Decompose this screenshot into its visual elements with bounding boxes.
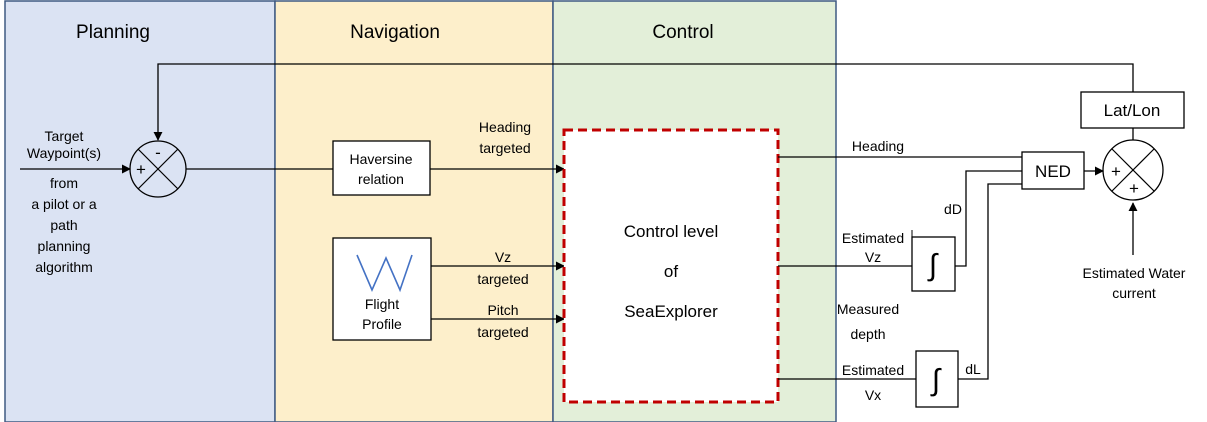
sum1-plus: + [136, 160, 146, 179]
dD-label: dD [944, 201, 962, 217]
svg-text:Target: Target [45, 128, 84, 144]
flight-profile-block [332, 237, 432, 341]
haversine-label-1: Haversine [349, 151, 412, 167]
control-level-2: of [664, 262, 678, 281]
control-level-3: SeaExplorer [624, 302, 718, 321]
heading-targeted-2: targeted [479, 140, 530, 156]
planning-panel [4, 0, 276, 422]
flight-profile-1: Flight [365, 296, 399, 312]
integrator-vz-block [911, 236, 956, 292]
control-level-1: Control level [624, 222, 719, 241]
integrator-vx-symbol: ∫ [930, 364, 942, 397]
water-current-2: current [1112, 285, 1156, 301]
sum2-plus-bottom: + [1129, 179, 1139, 198]
sum2-plus-left: + [1111, 162, 1121, 181]
pitch-targeted-2: targeted [477, 324, 528, 340]
control-title: Control [652, 22, 713, 43]
target-waypoint-label: Target Waypoint(s) from a pilot or a pat… [27, 128, 101, 275]
sum1-minus: - [155, 143, 161, 162]
feedback-line [153, 63, 1134, 141]
measured-depth-2: depth [850, 326, 885, 342]
haversine-block [332, 140, 431, 196]
heading-targeted-1: Heading [479, 119, 531, 135]
dL-label: dL [965, 361, 981, 377]
haversine-label-2: relation [358, 171, 404, 187]
svg-text:path: path [50, 217, 77, 233]
estimated-vx-1: Estimated [842, 362, 904, 378]
latlon-block [1080, 91, 1185, 129]
dL-line [958, 183, 1022, 380]
svg-text:algorithm: algorithm [35, 259, 93, 275]
heading-output-label: Heading [852, 138, 904, 154]
latlon-label: Lat/Lon [1104, 101, 1161, 120]
estimated-vz-2: Vz [865, 249, 881, 265]
water-current-1: Estimated Water [1083, 265, 1186, 281]
flight-profile-icon [356, 254, 413, 293]
svg-text:Waypoint(s): Waypoint(s) [27, 145, 101, 161]
estimated-vx-2: Vx [865, 387, 881, 403]
svg-text:a pilot or a: a pilot or a [31, 196, 97, 212]
summing-junction-2: + + [1102, 139, 1164, 201]
ned-label: NED [1035, 162, 1071, 181]
estimated-vz-1: Estimated [842, 230, 904, 246]
flight-profile-2: Profile [362, 316, 402, 332]
navigation-panel [274, 0, 554, 422]
planning-title: Planning [76, 22, 150, 43]
vz-targeted-1: Vz [495, 249, 511, 265]
integrator-vz-symbol: ∫ [927, 249, 939, 282]
navigation-title: Navigation [350, 22, 440, 43]
ned-block [1021, 151, 1085, 190]
measured-depth-1: Measured [837, 301, 899, 317]
pitch-targeted-1: Pitch [487, 302, 518, 318]
svg-text:from: from [50, 175, 78, 191]
svg-text:planning: planning [38, 238, 91, 254]
vz-targeted-2: targeted [477, 271, 528, 287]
dD-line [955, 170, 1022, 267]
